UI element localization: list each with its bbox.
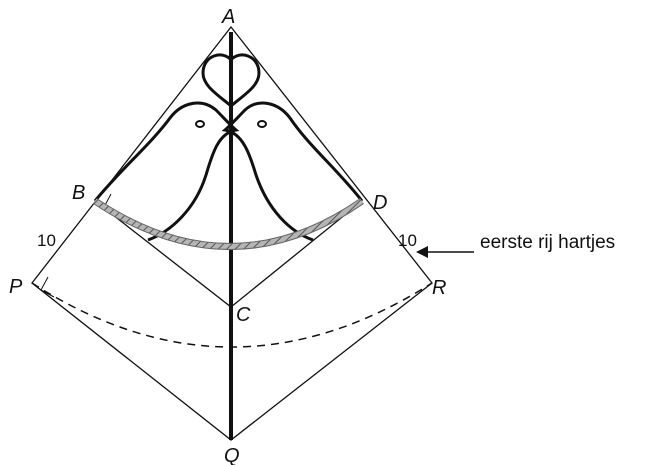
inner-square-edge-bc — [94, 200, 363, 308]
annotation-text: eerste rij hartjes — [480, 232, 615, 253]
left-dove-outline — [93, 101, 240, 242]
right-angle-p — [40, 276, 55, 298]
length-label-left: 10 — [37, 231, 56, 250]
label-point-p: P — [9, 276, 23, 298]
label-point-r: R — [432, 277, 446, 299]
label-point-b: B — [72, 182, 85, 204]
rope-arc — [93, 198, 364, 249]
label-point-d: D — [373, 192, 387, 214]
label-point-q: Q — [224, 445, 240, 465]
left-dove-eye — [195, 120, 205, 128]
heart-icon — [201, 53, 261, 108]
dashed-arc — [31, 282, 433, 348]
label-point-a: A — [221, 6, 235, 28]
annotation-arrowhead — [416, 246, 428, 258]
right-dove-outline — [221, 101, 364, 242]
length-label-right: 10 — [398, 231, 417, 250]
right-dove-eye — [257, 120, 267, 128]
label-point-c: C — [236, 304, 251, 326]
